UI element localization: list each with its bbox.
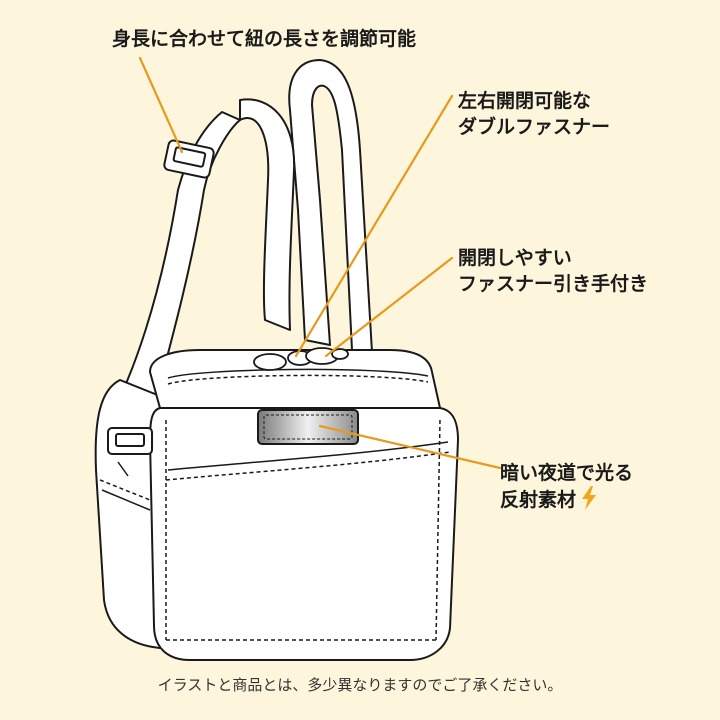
reflective-patch xyxy=(257,409,359,445)
lightning-icon xyxy=(582,486,597,510)
bag-body xyxy=(94,349,459,661)
callout-zipper-pull-line2: ファスナー引き手付き xyxy=(458,273,649,295)
callout-reflective-line1: 暗い夜道で光る xyxy=(500,462,634,484)
callout-double-zipper-line2: ダブルファスナー xyxy=(458,116,611,138)
side-details xyxy=(99,461,151,511)
zipper-pulls xyxy=(253,347,349,371)
callout-strap-adjust: 身長に合わせて紐の長さを調節可能 xyxy=(112,26,416,52)
callout-double-zipper-line1: 左右開閉可能な xyxy=(458,90,592,112)
strap-top xyxy=(239,98,296,331)
callout-zipper-pull: 開閉しやすい ファスナー引き手付き xyxy=(458,245,648,297)
callout-strap-adjust-text: 身長に合わせて紐の長さを調節可能 xyxy=(112,28,417,50)
leader-pull xyxy=(324,256,454,358)
callout-double-zipper: 左右開閉可能な ダブルファスナー xyxy=(458,88,610,140)
disclaimer: イラストと商品とは、多少異なりますのでご了承ください。 xyxy=(157,676,563,694)
leader-lines xyxy=(138,56,502,470)
strap-back xyxy=(288,59,373,353)
callout-reflective-line2: 反射素材 xyxy=(500,489,577,511)
zipper-track xyxy=(167,368,429,385)
callout-reflective-line2-wrap: 反射素材 xyxy=(500,486,633,513)
callout-zipper-pull-line1: 開閉しやすい xyxy=(458,247,572,269)
callout-reflective: 暗い夜道で光る 反射素材 xyxy=(500,460,633,513)
leader-double xyxy=(294,94,454,358)
side-ring xyxy=(107,427,153,455)
leader-reflect xyxy=(318,424,502,470)
leader-strap xyxy=(138,56,184,154)
